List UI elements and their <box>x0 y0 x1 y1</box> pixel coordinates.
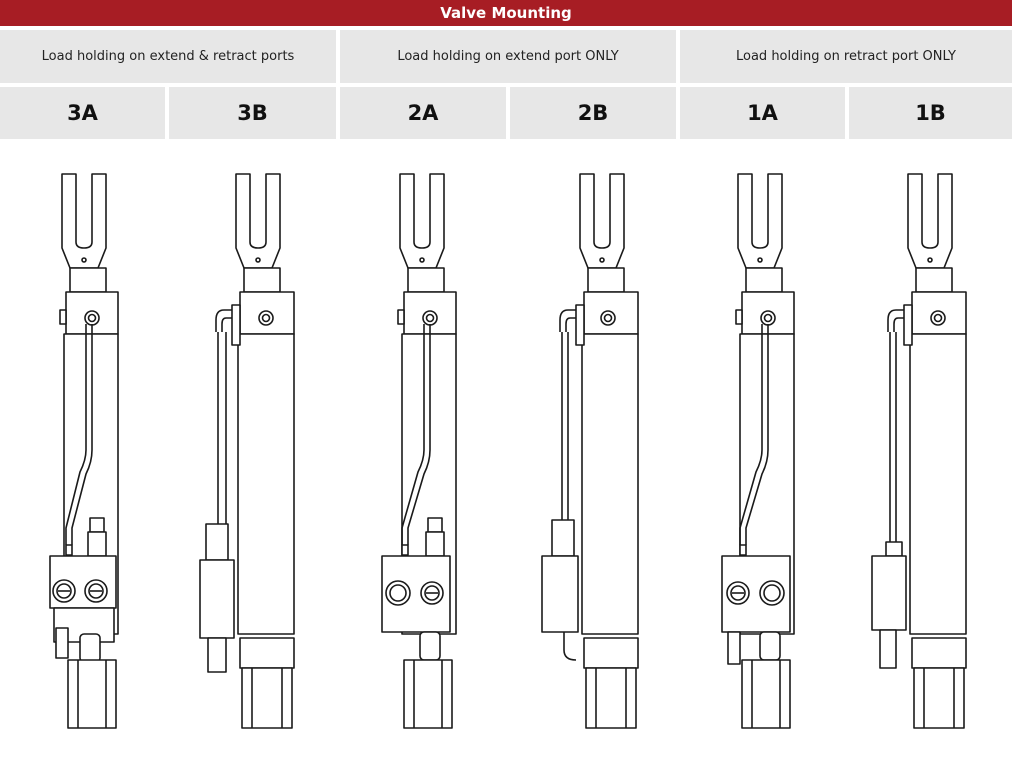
cylinder-1b-drawing <box>846 160 1012 750</box>
cylinder-3b-drawing <box>170 160 338 750</box>
cylinder-2a-drawing <box>340 160 508 750</box>
group-header-extend-only: Load holding on extend port ONLY <box>340 30 676 83</box>
code-3a: 3A <box>0 87 165 139</box>
cylinder-1a-drawing <box>680 160 848 750</box>
code-2b: 2B <box>510 87 676 139</box>
group-header-extend-retract: Load holding on extend & retract ports <box>0 30 336 83</box>
code-3b: 3B <box>169 87 336 139</box>
table-title: Valve Mounting <box>0 0 1012 26</box>
cylinder-2b-drawing <box>510 160 678 750</box>
code-2a: 2A <box>340 87 506 139</box>
code-1a: 1A <box>680 87 845 139</box>
cylinder-3a-drawing <box>0 160 168 750</box>
group-header-retract-only: Load holding on retract port ONLY <box>680 30 1012 83</box>
code-1b: 1B <box>849 87 1012 139</box>
